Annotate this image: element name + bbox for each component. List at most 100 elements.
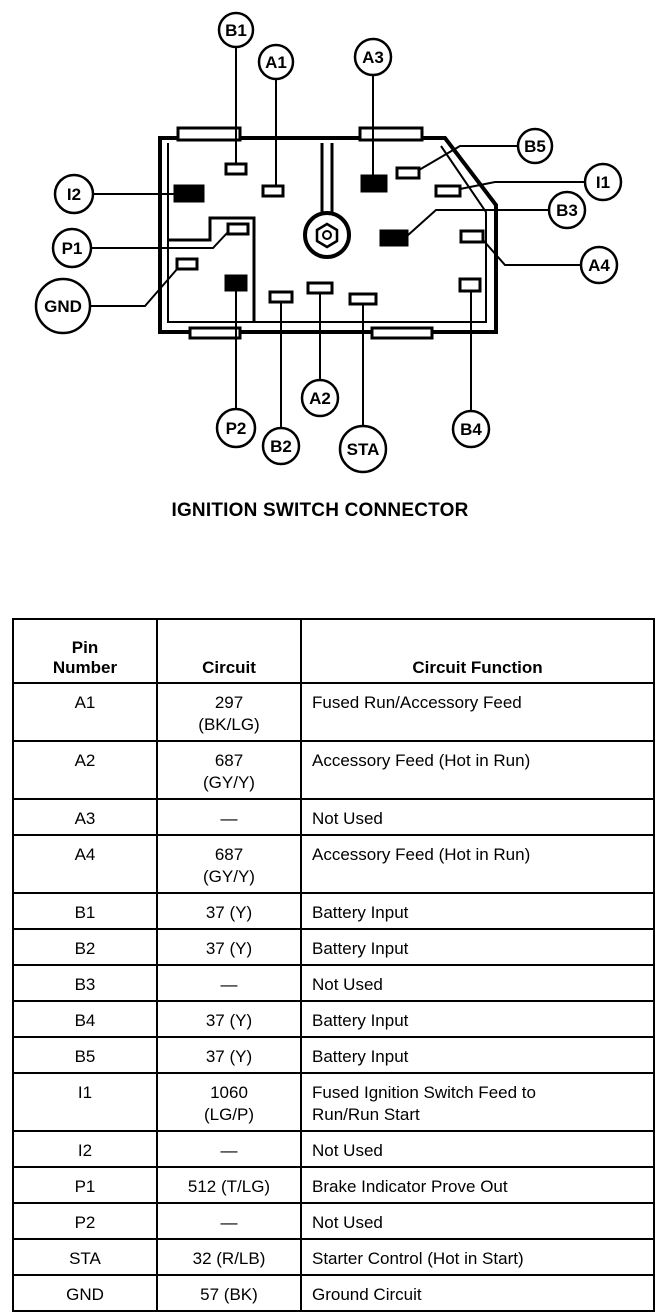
circuit-cell: 32 (R/LB) <box>156 1238 302 1276</box>
circuit-line: — <box>220 809 238 828</box>
pin-number-cell: I1 <box>12 1072 158 1132</box>
function-line: Battery Input <box>312 939 409 958</box>
function-line: Run/Run Start <box>312 1105 420 1124</box>
pin-number-cell: A2 <box>12 740 158 800</box>
label-a4: A4 <box>588 256 610 275</box>
circuit-function-cell: Fused Ignition Switch Feed to Run/Run Sta… <box>300 1072 655 1132</box>
table-row: B5 37 (Y) Battery Input <box>12 1036 655 1074</box>
callout-gnd: GND <box>34 277 92 335</box>
circuit-line: 32 (R/LB) <box>192 1249 266 1268</box>
circuit-cell: 57 (BK) <box>156 1274 302 1312</box>
callout-b3: B3 <box>547 190 587 230</box>
pin-number-cell: STA <box>12 1238 158 1276</box>
label-sta: STA <box>347 440 380 459</box>
terminal-b2 <box>268 290 294 304</box>
callout-a4: A4 <box>579 245 619 285</box>
callout-b5: B5 <box>516 127 554 165</box>
terminal-a3 <box>360 174 388 193</box>
function-line: Not Used <box>312 1213 383 1232</box>
pin-number-cell: GND <box>12 1274 158 1312</box>
diagram-caption: IGNITION SWITCH CONNECTOR <box>171 500 469 521</box>
circuit-cell: 37 (Y) <box>156 928 302 966</box>
callout-p1: P1 <box>51 227 93 269</box>
terminal-p1 <box>226 222 250 236</box>
label-a3: A3 <box>362 48 384 67</box>
circuit-line: (GY/Y) <box>203 773 255 792</box>
function-line: Not Used <box>312 809 383 828</box>
circuit-function-cell: Starter Control (Hot in Start) <box>300 1238 655 1276</box>
callout-b4: B4 <box>451 409 491 449</box>
inner-partition <box>168 216 256 322</box>
circuit-cell: 512 (T/LG) <box>156 1166 302 1204</box>
label-b5: B5 <box>524 137 546 156</box>
circuit-line: (GY/Y) <box>203 867 255 886</box>
circuit-line: 687 <box>214 845 244 864</box>
circuit-function-cell: Not Used <box>300 798 655 836</box>
function-line: Battery Input <box>312 1011 409 1030</box>
terminal-b3 <box>379 229 409 247</box>
terminal-b4 <box>458 277 482 293</box>
circuit-cell: 297(BK/LG) <box>156 682 302 742</box>
header-pin-number: Pin Number <box>12 618 158 684</box>
pin-number-cell: A4 <box>12 834 158 894</box>
label-p2: P2 <box>226 419 247 438</box>
function-line: Battery Input <box>312 903 409 922</box>
circuit-cell: 37 (Y) <box>156 1036 302 1074</box>
circuit-function-cell: Battery Input <box>300 892 655 930</box>
label-i2: I2 <box>67 185 81 204</box>
callout-b1: B1 <box>217 11 255 49</box>
circuit-cell: 1060 (LG/P) <box>156 1072 302 1132</box>
circuit-function-cell: Not Used <box>300 1130 655 1168</box>
circuit-cell: — <box>156 964 302 1002</box>
label-b2: B2 <box>270 437 292 456</box>
callout-sta: STA <box>338 424 388 474</box>
pin-number-cell: P2 <box>12 1202 158 1240</box>
header-pin-line1: Pin <box>71 638 99 657</box>
circuit-function-cell: Not Used <box>300 1202 655 1240</box>
circuit-line: (LG/P) <box>203 1105 255 1124</box>
terminal-gnd <box>175 257 199 271</box>
circuit-line: 687 <box>214 751 244 770</box>
circuit-line: — <box>220 1141 238 1160</box>
circuit-line: 37 (Y) <box>205 903 253 922</box>
pin-number-cell: B2 <box>12 928 158 966</box>
pin-number-cell: A3 <box>12 798 158 836</box>
table-row: STA 32 (R/LB) Starter Control (Hot in Star… <box>12 1238 655 1276</box>
label-i1: I1 <box>596 173 610 192</box>
circuit-function-cell: Battery Input <box>300 1036 655 1074</box>
callout-a1: A1 <box>257 43 295 81</box>
function-line: Starter Control (Hot in Start) <box>312 1249 524 1268</box>
circuit-cell: — <box>156 798 302 836</box>
circuit-line: 57 (BK) <box>200 1285 258 1304</box>
header-circuit-function: Circuit Function <box>300 618 655 684</box>
pin-number-cell: B4 <box>12 1000 158 1038</box>
function-line: Battery Input <box>312 1047 409 1066</box>
function-line: Ground Circuit <box>312 1285 422 1304</box>
pin-number-cell: B5 <box>12 1036 158 1074</box>
function-line: Not Used <box>312 975 383 994</box>
terminal-i1 <box>434 184 462 198</box>
callout-b2: B2 <box>261 426 301 466</box>
circuit-line: 1060 <box>210 1083 248 1102</box>
circuit-cell: 687 (GY/Y) <box>156 834 302 894</box>
label-p1: P1 <box>62 239 83 258</box>
circuit-cell: — <box>156 1202 302 1240</box>
center-stud <box>303 143 351 259</box>
table-row: P2— Not Used <box>12 1202 655 1240</box>
connector-latches <box>176 126 434 340</box>
circuit-line: 37 (Y) <box>205 1047 253 1066</box>
circuit-function-cell: Battery Input <box>300 928 655 966</box>
circuit-line: (BK/LG) <box>198 715 260 734</box>
terminal-b1 <box>224 162 248 176</box>
circuit-cell: 37 (Y) <box>156 892 302 930</box>
circuit-cell: 687 (GY/Y) <box>156 740 302 800</box>
circuit-line: 37 (Y) <box>205 1011 253 1030</box>
function-line: Fused Ignition Switch Feed to <box>312 1083 536 1102</box>
circuit-line: 37 (Y) <box>205 939 253 958</box>
callout-i1: I1 <box>583 162 623 202</box>
